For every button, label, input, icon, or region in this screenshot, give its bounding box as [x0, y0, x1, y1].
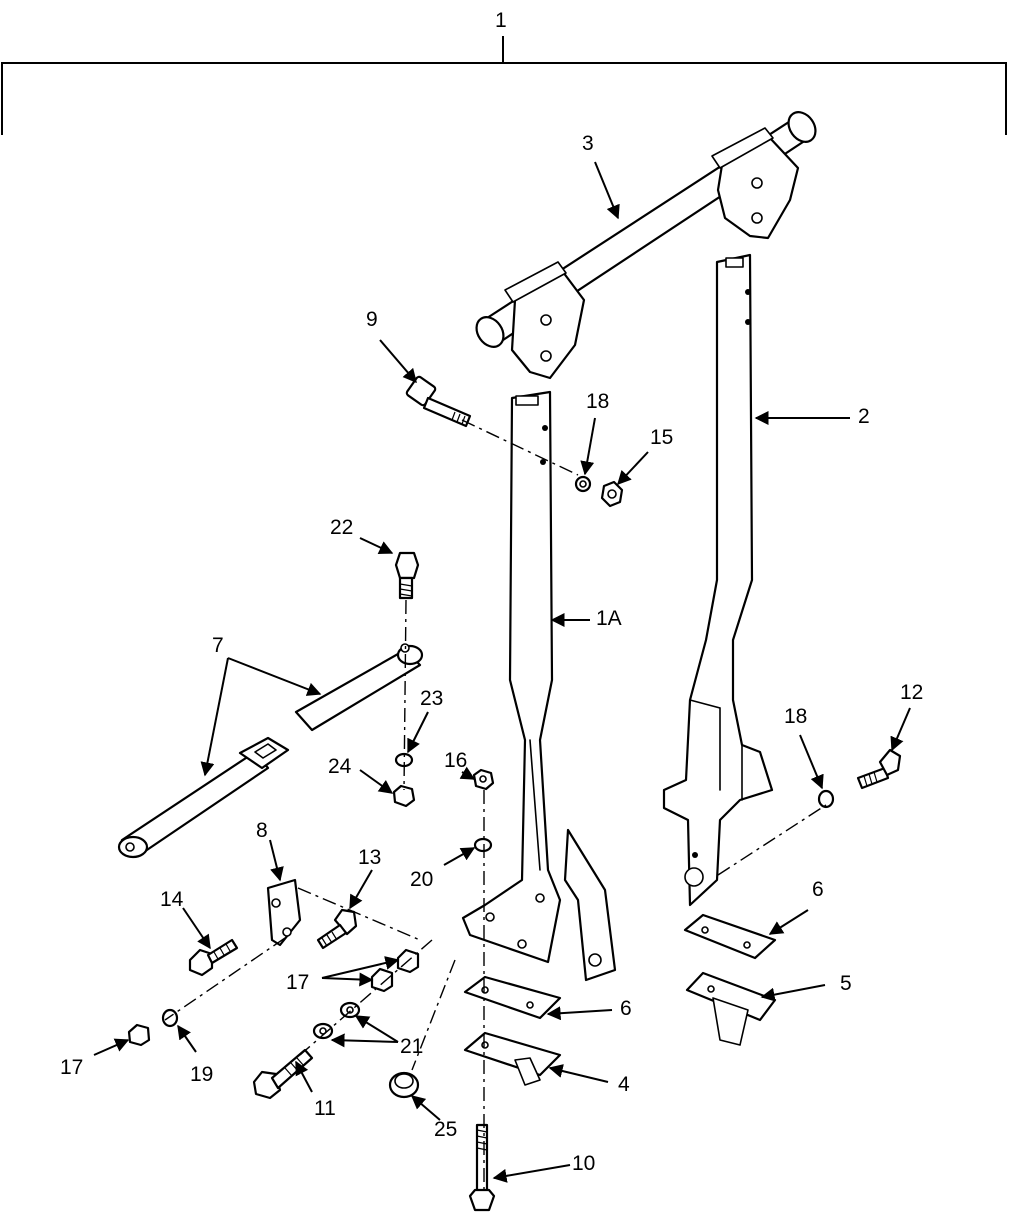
part-cross-tube [475, 111, 817, 380]
callout-22: 22 [330, 516, 353, 539]
callout-3: 3 [582, 132, 594, 155]
part-clip-bracket [266, 878, 302, 947]
callout-25: 25 [434, 1118, 457, 1141]
callout-17-left: 17 [60, 1056, 83, 1079]
callout-14: 14 [160, 888, 184, 911]
callout-13: 13 [358, 846, 381, 869]
callout-24: 24 [328, 755, 352, 778]
callout-5: 5 [840, 972, 852, 995]
callout-7: 7 [212, 634, 224, 657]
callout-4: 4 [618, 1073, 630, 1096]
assembly-bracket: 1 [1, 9, 1007, 135]
callout-6-right: 6 [812, 878, 824, 901]
part-right-upright [662, 253, 774, 907]
callout-1a: 1A [596, 607, 622, 630]
part-left-upright [461, 390, 617, 982]
callout-6-left: 6 [620, 997, 632, 1020]
callout-11: 11 [314, 1097, 336, 1120]
callout-leaders [93, 161, 911, 1183]
callout-19: 19 [190, 1063, 213, 1086]
callout-17-mid: 17 [286, 971, 309, 994]
callout-2: 2 [858, 405, 870, 428]
assembly-callout: 1 [495, 9, 507, 32]
part-plates [463, 913, 777, 1086]
callout-12: 12 [900, 681, 923, 704]
callout-8: 8 [256, 819, 268, 842]
callout-9: 9 [366, 308, 378, 331]
callout-15: 15 [650, 426, 673, 449]
part-braces [117, 643, 424, 859]
callout-10: 10 [572, 1152, 595, 1175]
callout-16: 16 [444, 749, 467, 772]
callout-labels: 3 2 1A 9 18 15 22 7 23 24 16 20 12 18 8 … [60, 132, 923, 1175]
callout-18-top: 18 [586, 390, 609, 413]
alignment-lines [164, 419, 827, 1195]
callout-23: 23 [420, 687, 443, 710]
callout-20: 20 [410, 868, 433, 891]
callout-18-right: 18 [784, 705, 807, 728]
callout-21: 21 [400, 1035, 423, 1058]
